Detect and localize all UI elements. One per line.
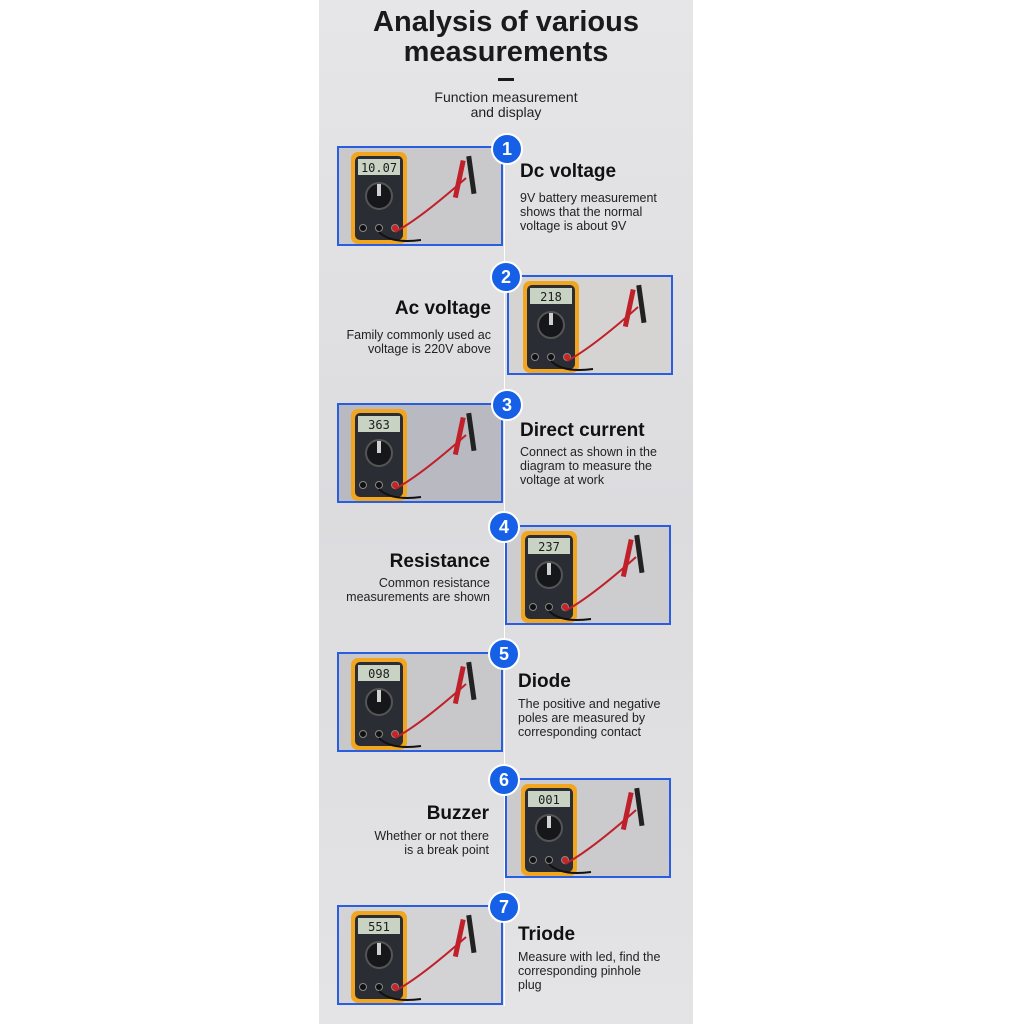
- description-line: diagram to measure the: [520, 459, 653, 473]
- description-line: The positive and negative: [518, 697, 661, 711]
- description-line: 9V battery measurement: [520, 191, 657, 205]
- multimeter-led-strip-photo: 363: [337, 403, 503, 503]
- step-1-title: Dc voltage: [520, 161, 617, 182]
- description-line: voltage is about 9V: [520, 219, 627, 233]
- description-line: voltage is 220V above: [367, 342, 491, 356]
- multimeter-resistor-photo: 237: [505, 525, 671, 625]
- description-line: poles are measured by: [518, 711, 646, 725]
- multimeter-led-photo: 551: [337, 905, 503, 1005]
- step-7-badge: 7: [488, 891, 520, 923]
- subtitle-line-1: Function measurement: [434, 89, 578, 105]
- step-2-badge: 2: [490, 261, 522, 293]
- step-3-badge: 3: [491, 389, 523, 421]
- meter-display: 363: [368, 418, 390, 432]
- meter-display: 098: [368, 667, 390, 681]
- meter-display: 10.07: [361, 161, 397, 175]
- step-6-badge: 6: [488, 764, 520, 796]
- meter-display: 001: [538, 793, 560, 807]
- page-title-line-2: measurements: [403, 36, 609, 68]
- step-5-badge: 5: [488, 638, 520, 670]
- step-4-title: Resistance: [389, 551, 490, 572]
- multimeter-socket-photo: 218: [507, 275, 673, 375]
- description-line: voltage at work: [520, 473, 605, 487]
- step-2-title: Ac voltage: [394, 298, 491, 319]
- step-3-title: Direct current: [520, 420, 645, 441]
- step-1-badge: 1: [491, 133, 523, 165]
- description-line: shows that the normal: [520, 205, 643, 219]
- multimeter-diode-photo: 098: [337, 652, 503, 752]
- description-line: measurements are shown: [346, 590, 490, 604]
- subtitle-line-2: and display: [470, 104, 542, 120]
- meter-display: 237: [538, 540, 560, 554]
- multimeter-probes-photo: 001: [505, 778, 671, 878]
- page-title-line-1: Analysis of various: [373, 6, 639, 38]
- description-line: Family commonly used ac: [346, 328, 492, 342]
- description-line: is a break point: [404, 843, 489, 857]
- description-line: Connect as shown in the: [520, 445, 657, 459]
- description-line: Measure with led, find the: [518, 950, 661, 964]
- step-7-title: Triode: [518, 924, 576, 945]
- title-divider: [498, 78, 514, 81]
- description-line: plug: [518, 978, 542, 992]
- description-line: corresponding contact: [518, 725, 641, 739]
- step-5-title: Diode: [518, 671, 571, 692]
- meter-display: 218: [540, 290, 562, 304]
- step-6-title: Buzzer: [426, 803, 489, 824]
- description-line: Common resistance: [378, 576, 490, 590]
- subtitle: Function measurement and display: [319, 90, 693, 120]
- description-line: corresponding pinhole: [518, 964, 642, 978]
- step-4-badge: 4: [488, 511, 520, 543]
- multimeter-battery-photo: 10.07: [337, 146, 503, 246]
- meter-display: 551: [368, 920, 390, 934]
- description-line: Whether or not there: [374, 829, 489, 843]
- timeline-line: [504, 146, 505, 1006]
